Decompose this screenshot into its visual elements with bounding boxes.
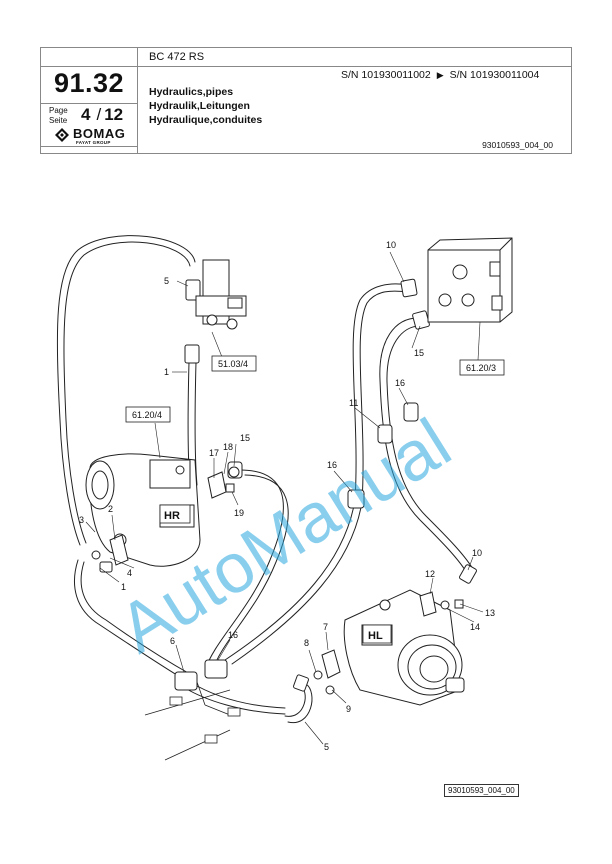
logo-group: FAYAT GROUP [76,140,111,145]
label-17: 17 [209,448,219,458]
label-3: 3 [79,515,84,525]
hose-left-inner [63,241,191,544]
label-19: 19 [234,508,244,518]
hose-left-outer [56,235,196,546]
ref-61-20-4: 61.20/4 [132,410,162,420]
label-5-upper: 5 [164,276,169,286]
tag-hr: HR [164,510,180,522]
ref-51-03-4: 51.03/4 [218,359,248,369]
hose-right-a [224,499,356,661]
title-de: Hydraulik,Leitungen [149,100,250,112]
label-1-upper: 1 [164,367,169,377]
label-14: 14 [470,622,480,632]
label-13: 13 [485,608,495,618]
page-number: 4/12 [81,105,124,124]
label-1-lower: 1 [121,582,126,592]
label-5-lower: 5 [324,742,329,752]
arrow-right-icon: ▶ [436,70,444,80]
fitting-top-nut [185,279,201,301]
tag-hl: HL [368,630,383,642]
ref-box-51-03-4 [211,355,257,372]
label-15-left: 15 [240,433,250,443]
valve-block-right [427,237,513,323]
label-16-mid: 16 [327,460,337,470]
label-11: 11 [349,398,358,408]
ref-box-61-20-3 [459,359,505,376]
bomag-diamond-icon [55,128,69,142]
hose-mid-b [211,474,289,673]
hose-left-bottom-outer [74,559,186,681]
label-4: 4 [127,568,132,578]
small-fittings [91,466,464,695]
fitting-10-nut [400,278,418,298]
fitting-10-lower-nut [459,564,477,584]
fitting-5-lower-nut [293,674,309,692]
title-en: Hydraulics,pipes [149,86,234,98]
machine-model: BC 472 RS [149,51,205,63]
hose-left-bottom-inner [80,561,191,675]
label-10-upper: 10 [386,240,396,250]
page-label-de: Seite [49,116,68,125]
motor-hl [343,589,465,706]
ref-61-20-3: 61.20/3 [466,363,496,373]
hose-5-lower-b [287,683,313,724]
label-18: 18 [223,442,233,452]
hose-15-a [379,317,469,576]
valve-block-left [195,259,247,330]
page-label-en: Page [49,106,68,115]
hose-left-run-inner [189,681,286,709]
title-fr: Hydraulique,conduites [149,114,263,126]
serial-to: S/N 101930011004 [449,69,540,81]
section-number: 91.32 [53,68,125,98]
ref-box-61-20-4 [125,406,171,423]
hose-right-top-b [359,290,409,503]
document-id: 93010593_004_00 [482,140,553,150]
label-16-right-top: 16 [395,378,405,388]
label-15-right: 15 [414,348,424,358]
fitting-pipe1-nut [184,344,200,364]
label-8: 8 [304,638,309,648]
bomag-logo: BOMAG FAYAT GROUP [55,126,135,148]
hose-right-b [231,501,363,665]
serial-range: S/N 101930011002 ▶ S/N 101930011004 [341,69,539,81]
hose-mid-a [204,469,284,671]
label-9: 9 [346,704,351,714]
label-2: 2 [108,504,113,514]
page-label: Page Seite [49,106,68,126]
label-10-lower: 10 [472,548,482,558]
label-12: 12 [425,569,435,579]
label-6: 6 [170,636,175,646]
label-16-bottom: 16 [228,630,238,640]
hose-right-top-a [352,283,409,501]
page-current: 4 [81,105,91,124]
hose-15-b [386,325,475,572]
page-total: 12 [104,105,124,124]
page-title: Hydraulics,pipes Hydraulik,Leitungen Hyd… [149,85,262,127]
fitting-4-nut [99,561,113,573]
drawing-id: 93010593_004_00 [444,784,519,797]
logo-brand: BOMAG [73,126,126,141]
label-7: 7 [323,622,328,632]
hose-left-run-outer [184,687,286,715]
serial-from: S/N 101930011002 [341,69,431,81]
title-block: BC 472 RS S/N 101930011002▶S/N 101930011… [40,47,572,154]
